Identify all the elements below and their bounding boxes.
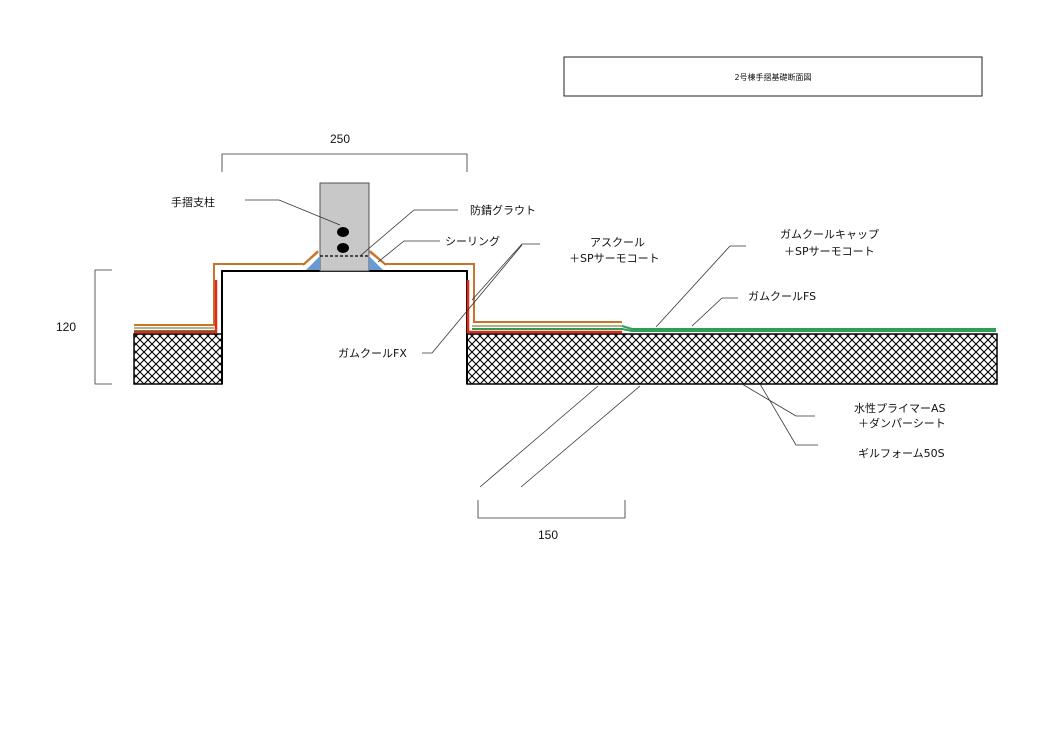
label-post: 手摺支柱	[171, 195, 215, 209]
dimension-top: 250	[221, 132, 468, 172]
green-layer-cap	[621, 325, 996, 330]
dimension-bottom: 150	[477, 500, 626, 542]
leader-askool	[471, 243, 540, 301]
orange-layer	[134, 251, 622, 326]
dimension-left-value: 120	[56, 320, 76, 334]
leader-cap	[655, 245, 746, 328]
leader-post	[245, 199, 341, 226]
label-cap-2: ＋SPサーモコート	[784, 245, 875, 258]
drawing-title: 2号棟手摺基礎断面図	[734, 72, 811, 82]
label-primer-2: ＋ダンパーシート	[858, 416, 946, 430]
label-askool-2: ＋SPサーモコート	[569, 252, 660, 265]
dimension-left: 120	[56, 269, 112, 385]
sealing-right	[369, 256, 383, 270]
label-cap-1: ガムクールキャップ	[780, 228, 879, 241]
dimension-bottom-value: 150	[538, 528, 558, 542]
leader-foam	[759, 383, 818, 446]
orange-layer-sealing	[302, 250, 387, 266]
label-fx: ガムクールFX	[338, 347, 407, 360]
label-foam: ギルフォーム50S	[858, 447, 945, 460]
leader-grout	[359, 209, 458, 257]
leader-primer	[741, 383, 815, 417]
post-hole-upper	[337, 227, 349, 237]
leader-fs	[691, 297, 738, 327]
label-primer-1: 水性プライマーAS	[854, 401, 946, 415]
dimension-top-value: 250	[330, 132, 350, 146]
handrail-post	[319, 182, 370, 272]
leader-sealing	[377, 240, 440, 263]
sealing-left	[306, 256, 320, 270]
leader-slab-a	[479, 385, 599, 488]
slab-left	[133, 333, 223, 385]
leader-fx	[422, 244, 523, 354]
label-sealing: シーリング	[445, 234, 500, 248]
red-layer	[134, 280, 622, 334]
label-grout: 防錆グラウト	[470, 203, 536, 217]
leader-slab-b	[520, 385, 641, 488]
olive-layer	[134, 325, 622, 329]
base-outline	[221, 270, 468, 384]
slab-right	[466, 333, 998, 385]
post-hole-lower	[337, 243, 349, 253]
title-box	[563, 56, 983, 97]
label-fs: ガムクールFS	[748, 290, 816, 303]
label-askool-1: アスクール	[590, 236, 645, 249]
